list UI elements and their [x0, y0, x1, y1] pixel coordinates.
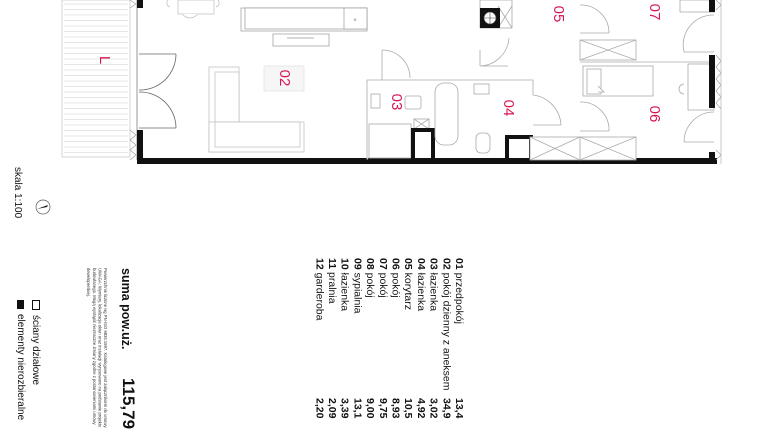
- scale-label: skala 1:100: [12, 167, 23, 219]
- room-name: pokój: [376, 272, 389, 298]
- room-row: 08 pokój: [364, 258, 376, 298]
- room-area: 8,93: [389, 398, 402, 419]
- room-area: 9,75: [376, 398, 389, 419]
- total-area-label: suma pow.uż.: [119, 268, 133, 350]
- room-label-03: 03: [388, 94, 405, 111]
- key-fixed-elements-label: elementy nierozbieralne: [15, 314, 26, 421]
- balcony: L: [61, 0, 131, 158]
- room-row: 06 pokój: [390, 258, 402, 298]
- bathroom-03: [366, 49, 430, 160]
- room-label-06: 06: [646, 106, 663, 123]
- room-row: 05 korytarz: [402, 258, 414, 310]
- room-name: łazienka: [414, 272, 427, 312]
- balcony-label: L: [96, 56, 113, 64]
- wall-fixed: [137, 0, 143, 8]
- room-name: pokój dzienny z aneksem: [440, 272, 453, 391]
- room-number: 07: [376, 258, 389, 270]
- room-row: 12 garderoba: [313, 258, 325, 320]
- room-name: łazienka: [427, 272, 440, 312]
- room-label-07: 07: [646, 4, 663, 21]
- room-number: 06: [389, 258, 402, 270]
- room-name: korytarz: [402, 272, 415, 310]
- sofa: [208, 66, 305, 153]
- room-area: 13,4: [453, 398, 465, 419]
- room-label-box: [263, 65, 305, 92]
- area-note: Powierzchnie liczone wg PN-ISO 9836:1997…: [86, 268, 108, 429]
- key-partition-walls-label: ściany działowe: [30, 315, 41, 386]
- room-number: 03: [427, 258, 440, 270]
- wall-fixed: [137, 130, 143, 164]
- room-row: 10 łazienka: [339, 258, 351, 311]
- shaft-fixed: [411, 128, 435, 162]
- room-row: 11 pralnia: [326, 258, 338, 304]
- room-label-02: 02: [276, 70, 293, 87]
- room-name: sypialnia: [351, 272, 364, 314]
- room-07: [679, 0, 715, 53]
- room-row: 01 przedpokój: [453, 258, 465, 324]
- room-06: [580, 61, 715, 143]
- room-row: 07 pokój: [377, 258, 389, 298]
- room-number: 12: [313, 258, 326, 270]
- room-row: 03 łazienka: [428, 258, 440, 311]
- room-number: 11: [326, 258, 338, 270]
- bathroom-04: [420, 37, 562, 154]
- room-row: 04 łazienka: [415, 258, 427, 311]
- room-name: pokój: [389, 272, 402, 298]
- key-partition-walls: ściany działowe: [30, 300, 41, 385]
- wall-fixed: [709, 152, 715, 164]
- room-number: 09: [351, 258, 364, 270]
- wall-fixed: [709, 0, 715, 12]
- room-number: 04: [414, 258, 427, 270]
- key-fixed-elements: elementy nierozbieralne: [15, 300, 26, 420]
- room-number: 01: [453, 258, 465, 270]
- room-area: 3,02: [427, 398, 440, 419]
- north-arrow-icon: [35, 199, 51, 215]
- room-area: 9,00: [364, 398, 377, 419]
- shaft-fixed: [505, 135, 533, 162]
- room-name: pralnia: [326, 272, 338, 304]
- room-area: 4,92: [414, 398, 427, 419]
- room-area: 13,1: [351, 398, 364, 419]
- kitchen-counter: ×: [240, 7, 368, 47]
- dining-table: [166, 0, 220, 19]
- room-name: garderoba: [313, 272, 326, 321]
- room-name: pokój: [364, 272, 377, 298]
- wall-fixed: [709, 55, 715, 108]
- outline-swatch-icon: [31, 300, 40, 310]
- room-area: 34,9: [440, 398, 453, 419]
- room-number: 10: [338, 258, 351, 270]
- room-row: 09 sypialnia: [351, 258, 363, 313]
- room-number: 08: [364, 258, 377, 270]
- room-row: 02 pokój dzienny z aneksem: [440, 258, 452, 391]
- solid-swatch-icon: [17, 300, 24, 309]
- room-area: 2,20: [313, 398, 326, 419]
- window-hatch: [129, 0, 137, 161]
- room-label-05: 05: [550, 6, 567, 23]
- room-name: przedpokój: [453, 272, 465, 324]
- room-area: 10,5: [402, 398, 415, 419]
- room-area: 2,09: [326, 398, 338, 419]
- room-number: 05: [402, 258, 415, 270]
- chimney-cross: [484, 12, 496, 24]
- floor-plan: L ×: [61, 0, 722, 164]
- room-number: 02: [440, 258, 453, 270]
- balcony-door: [138, 53, 177, 129]
- total-area-value: 115,79: [119, 378, 138, 430]
- room-name: łazienka: [338, 272, 351, 312]
- room-label-04: 04: [500, 100, 517, 117]
- room-area: 3,39: [338, 398, 351, 419]
- svg-text:×: ×: [353, 18, 357, 24]
- window-hatch: [715, 0, 722, 161]
